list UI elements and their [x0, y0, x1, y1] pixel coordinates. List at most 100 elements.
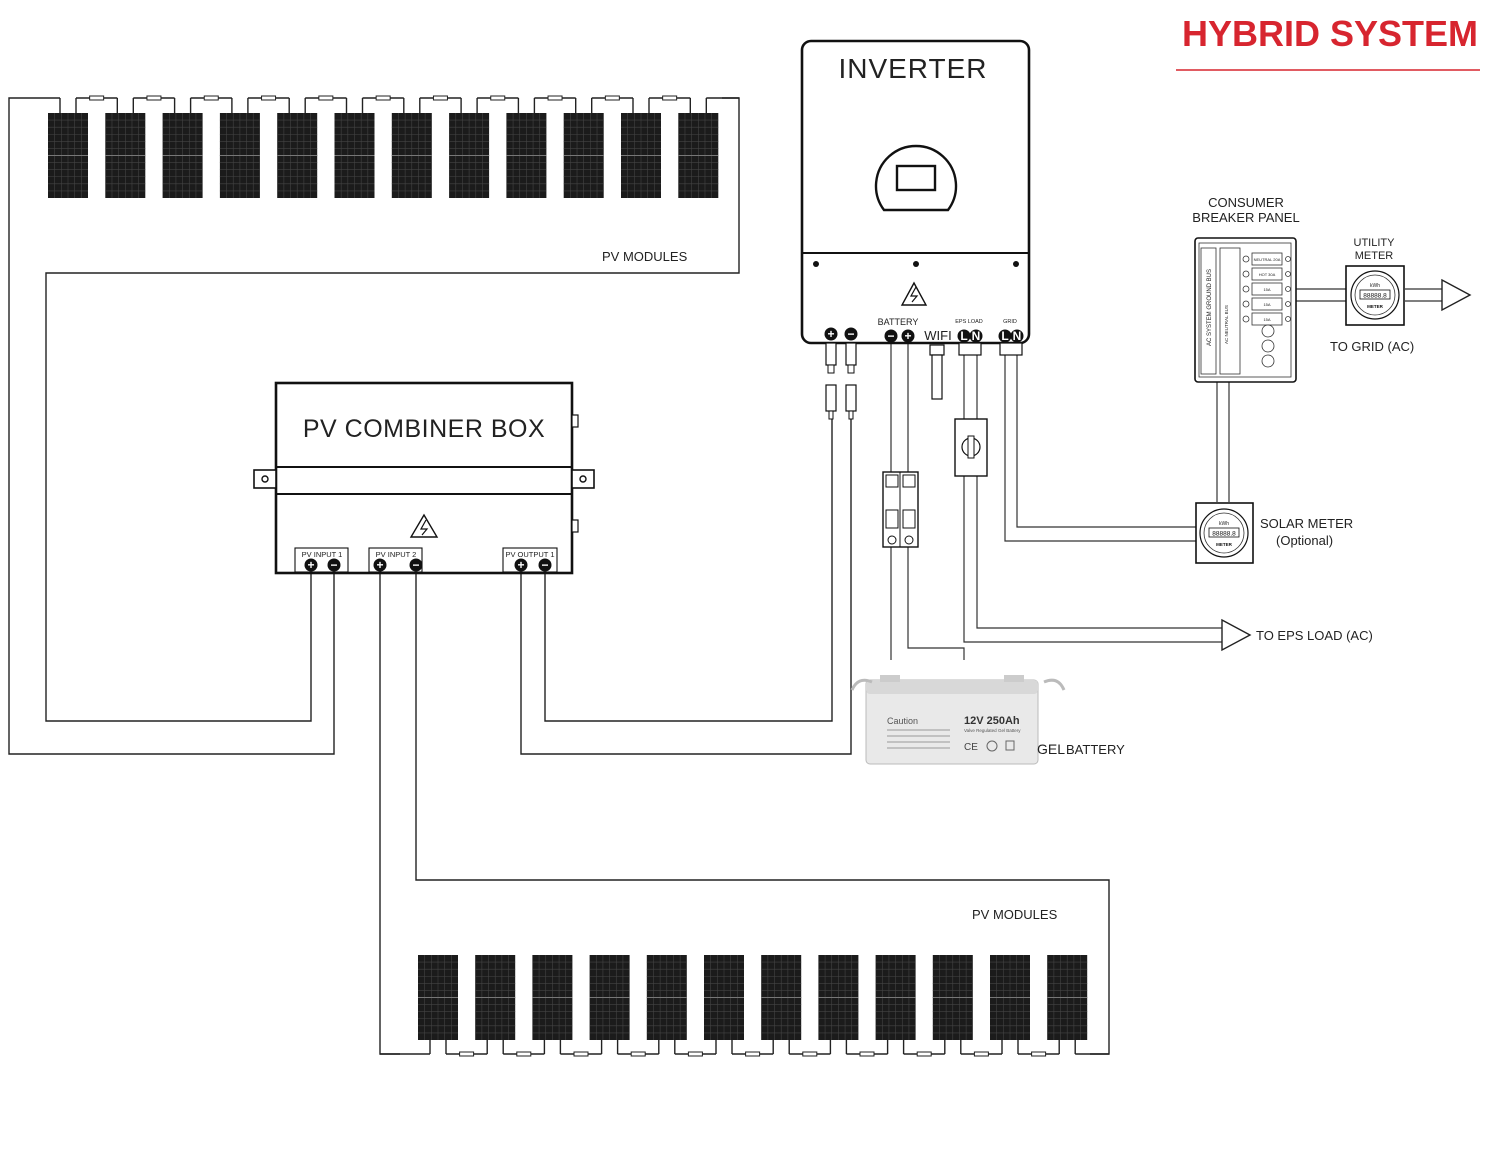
consumer-breaker-panel: AC SYSTEM GROUND BUS AC NEUTRAL BUS NEUT… — [1194, 237, 1297, 383]
mc4-connector — [802, 1051, 818, 1057]
mc4-connector — [916, 1051, 932, 1057]
pv-modules-top-label: PV MODULES — [602, 249, 688, 264]
bottom-solar-panel — [875, 955, 916, 1040]
breaker-label: NEUTRAL 20A — [1254, 257, 1281, 262]
breaker-label: 15A — [1263, 287, 1270, 292]
breaker-panel-label-2: BREAKER PANEL — [1192, 210, 1299, 225]
top-solar-panel — [391, 113, 432, 198]
wire-eps-out-1 — [963, 476, 1222, 643]
solar-meter-label-1: SOLAR METER — [1260, 516, 1353, 531]
top-solar-panel — [334, 113, 375, 198]
top-solar-panel — [162, 113, 203, 198]
bottom-solar-panel — [646, 955, 687, 1040]
mc4-connector — [604, 95, 620, 101]
svg-text:+: + — [376, 558, 383, 572]
wifi-dongle — [929, 344, 945, 400]
wire-top-array-negative — [8, 97, 335, 755]
inverter-eps-label: EPS LOAD — [955, 319, 983, 325]
mc4-connector — [630, 1051, 646, 1057]
top-solar-panel — [277, 113, 318, 198]
wire-top-array-positive — [45, 97, 740, 722]
utility-meter-label-1: UTILITY — [1354, 237, 1396, 249]
to-grid-label: TO GRID (AC) — [1330, 339, 1414, 354]
top-solar-panel — [563, 113, 604, 198]
input2-negative-terminal: − — [409, 558, 423, 572]
mc4-connector — [89, 95, 105, 101]
battery-label: GELBATTERY — [1037, 741, 1125, 757]
wire-grid-l — [1004, 343, 1196, 542]
solar-meter-unit: kWh — [1219, 521, 1229, 527]
diagram-title: HYBRID SYSTEM — [1182, 13, 1478, 54]
pv-wiring — [8, 97, 1110, 1055]
output1-negative-terminal: − — [538, 558, 552, 572]
mc4-connector — [375, 95, 391, 101]
breaker-label: HOT 30A — [1259, 272, 1276, 277]
top-solar-panel — [506, 113, 547, 198]
svg-text:−: − — [887, 329, 894, 343]
solar-meter-label-2: (Optional) — [1276, 533, 1333, 548]
combiner-output1-label: PV OUTPUT 1 — [505, 550, 554, 559]
inverter-battery-positive-terminal: + — [901, 329, 915, 343]
top-solar-panel — [621, 113, 661, 198]
pv-modules-bottom-array — [380, 955, 1109, 1057]
svg-text:+: + — [517, 558, 524, 572]
mc4-connector — [146, 95, 162, 101]
utility-meter-unit: kWh — [1370, 283, 1380, 289]
breaker: NEUTRAL 20A — [1242, 252, 1291, 266]
combiner-input2-label: PV INPUT 2 — [376, 550, 417, 559]
bottom-solar-panel — [818, 955, 859, 1040]
mc4-connector — [432, 95, 448, 101]
pv-modules-top-array — [30, 95, 739, 198]
inverter-battery-label: BATTERY — [878, 317, 919, 327]
svg-text:L: L — [960, 329, 967, 343]
svg-text:−: − — [412, 558, 419, 572]
mc4-connector — [573, 1051, 589, 1057]
combiner-box-label: PV COMBINER BOX — [303, 415, 545, 443]
svg-text:+: + — [904, 329, 911, 343]
breaker-panel-label-1: CONSUMER — [1208, 195, 1284, 210]
utility-meter: kWh 88888.8 METER — [1345, 265, 1405, 326]
utility-meter-name: METER — [1367, 304, 1384, 309]
battery-caution: Caution — [887, 716, 918, 726]
mc4-connector — [973, 1051, 989, 1057]
neutral-bus-label: AC NEUTRAL BUS — [1224, 305, 1229, 344]
pv-connectors — [825, 342, 857, 420]
mc4-connector — [745, 1051, 761, 1057]
mc4-connector — [662, 95, 678, 101]
mc4-connector — [547, 95, 563, 101]
inverter-label: INVERTER — [838, 53, 987, 84]
dc-breaker — [882, 471, 919, 548]
solar-meter-display: 88888.8 — [1212, 531, 1236, 538]
top-solar-panel — [449, 113, 490, 198]
battery-rating: 12V 250Ah — [964, 715, 1020, 727]
mc4-connector — [1031, 1051, 1047, 1057]
to-eps-arrow — [1221, 618, 1252, 652]
bottom-solar-panel — [1047, 955, 1088, 1040]
cable-glands — [958, 342, 1023, 356]
gel-battery: Caution 12V 250Ah Valve Regulated Gel Ba… — [850, 675, 1066, 765]
breaker-label: 15A — [1263, 302, 1270, 307]
breaker: 15A — [1242, 297, 1291, 311]
warning-icon — [409, 513, 439, 538]
inverter-grid-n-terminal: N — [1010, 329, 1024, 343]
inverter-eps-n-terminal: N — [969, 329, 983, 343]
svg-text:N: N — [1013, 329, 1022, 343]
breaker: HOT 30A — [1242, 267, 1291, 281]
combiner-input1-label: PV INPUT 1 — [302, 550, 343, 559]
inverter-display — [874, 144, 958, 212]
to-eps-label: TO EPS LOAD (AC) — [1256, 628, 1373, 643]
inverter-grid-label: GRID — [1003, 319, 1017, 325]
top-solar-panel — [48, 113, 88, 198]
wire-eps-out-2 — [976, 476, 1222, 629]
solar-meter: kWh 88888.8 METER — [1195, 502, 1254, 564]
inverter-pv-negative-terminal: − — [844, 327, 858, 341]
svg-text:L: L — [1001, 329, 1008, 343]
eps-isolator-switch — [954, 418, 988, 477]
wire-bottom-array-positive — [379, 572, 400, 1055]
mc4-connector — [318, 95, 334, 101]
breaker: 15A — [1242, 312, 1291, 326]
breaker: 15A — [1242, 282, 1291, 296]
svg-text:−: − — [330, 558, 337, 572]
input2-positive-terminal: + — [373, 558, 387, 572]
